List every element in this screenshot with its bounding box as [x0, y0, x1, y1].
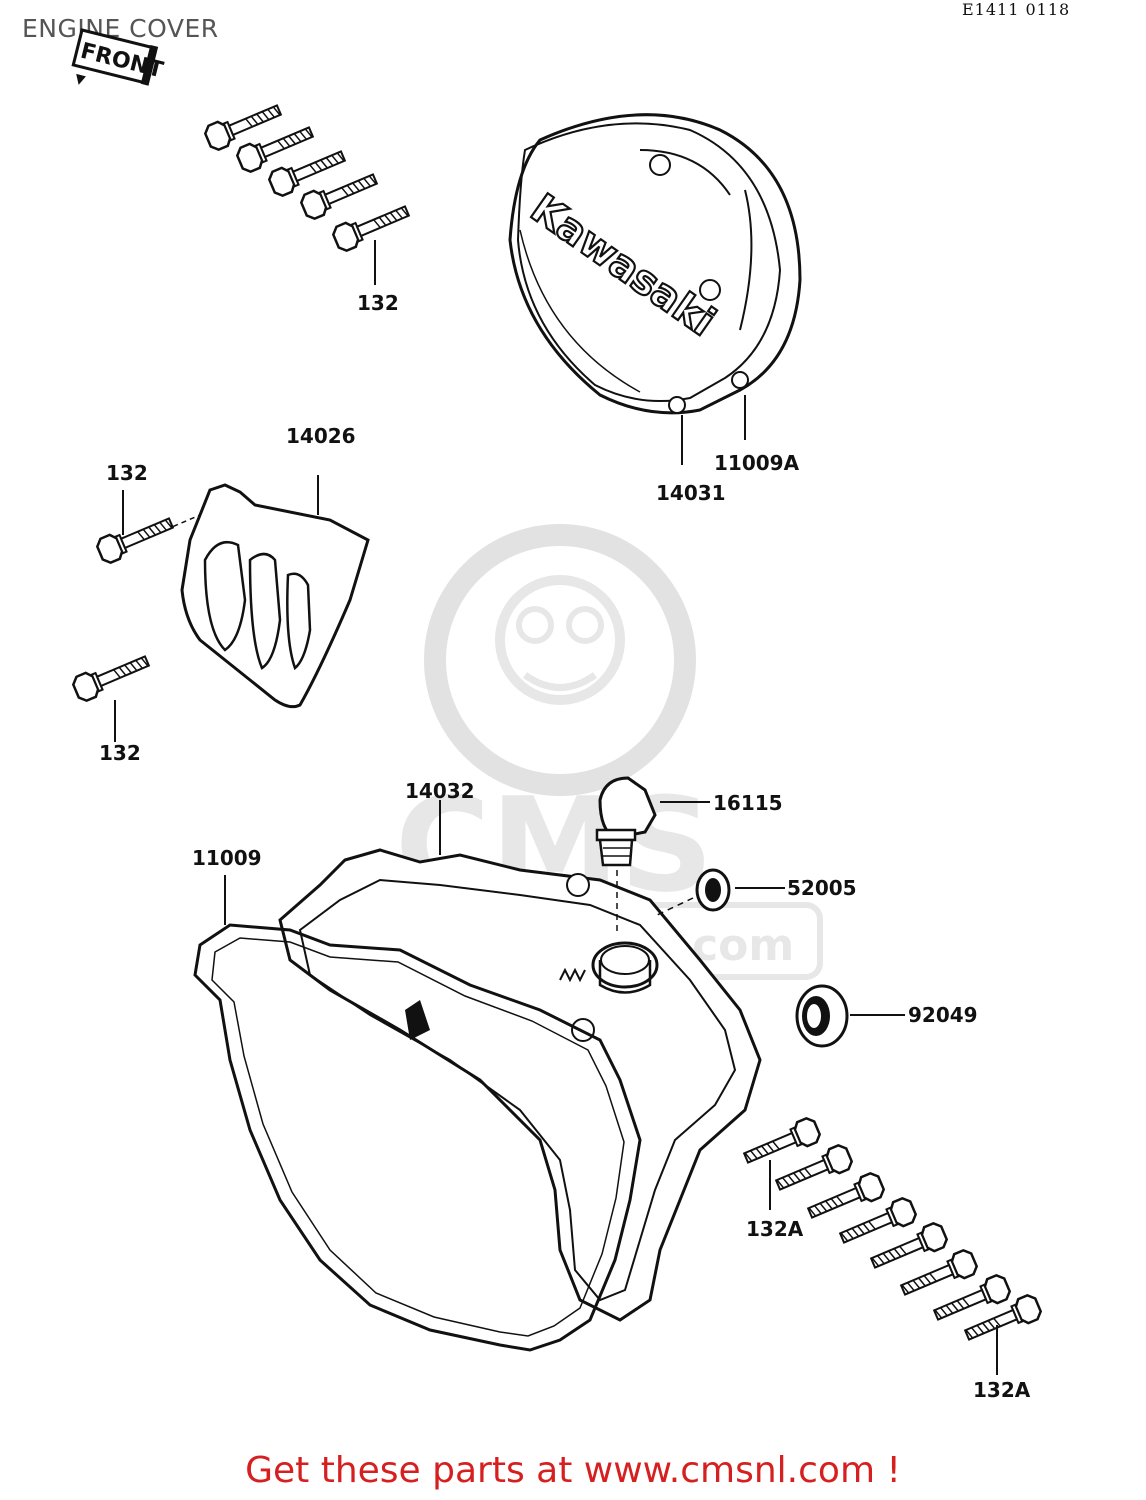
callout-132-mid: 132	[106, 461, 148, 485]
callout-132a-bottom: 132A	[973, 1378, 1031, 1402]
page-title: ENGINE COVER	[22, 14, 223, 43]
callout-52005: 52005	[787, 876, 857, 900]
guard-bolts	[69, 490, 178, 742]
oil-seal	[795, 984, 905, 1048]
diagram-code: E1411 0118	[962, 0, 1071, 19]
callout-132-low: 132	[99, 741, 141, 765]
callout-14032: 14032	[405, 779, 475, 803]
callout-11009: 11009	[192, 846, 262, 870]
callout-16115: 16115	[713, 791, 783, 815]
callout-92049: 92049	[908, 1003, 978, 1027]
callout-labels: 132 14026 132 132 14031 11009A 14032 161…	[99, 291, 1031, 1402]
callout-14031: 14031	[656, 481, 726, 505]
callout-14026: 14026	[286, 424, 356, 448]
sprocket-guard	[164, 475, 370, 709]
clutch-cover: Kawasaki	[508, 113, 802, 465]
o-ring	[654, 868, 785, 917]
cmsnl-link[interactable]: Get these parts at www.cmsnl.com !	[245, 1450, 901, 1491]
bolt-group-bottom	[739, 1114, 1045, 1375]
crankcase-gasket	[193, 875, 642, 1352]
callout-132-top: 132	[357, 291, 399, 315]
front-indicator: FRONT	[71, 28, 166, 86]
callout-11009a: 11009A	[714, 451, 800, 475]
parts-diagram: CMS www.cmsnl.com FRONT Kawasaki	[69, 28, 1045, 1402]
bolt-group-top	[201, 96, 414, 285]
oil-filler-cap	[595, 776, 710, 935]
callout-132a-top: 132A	[746, 1217, 804, 1241]
